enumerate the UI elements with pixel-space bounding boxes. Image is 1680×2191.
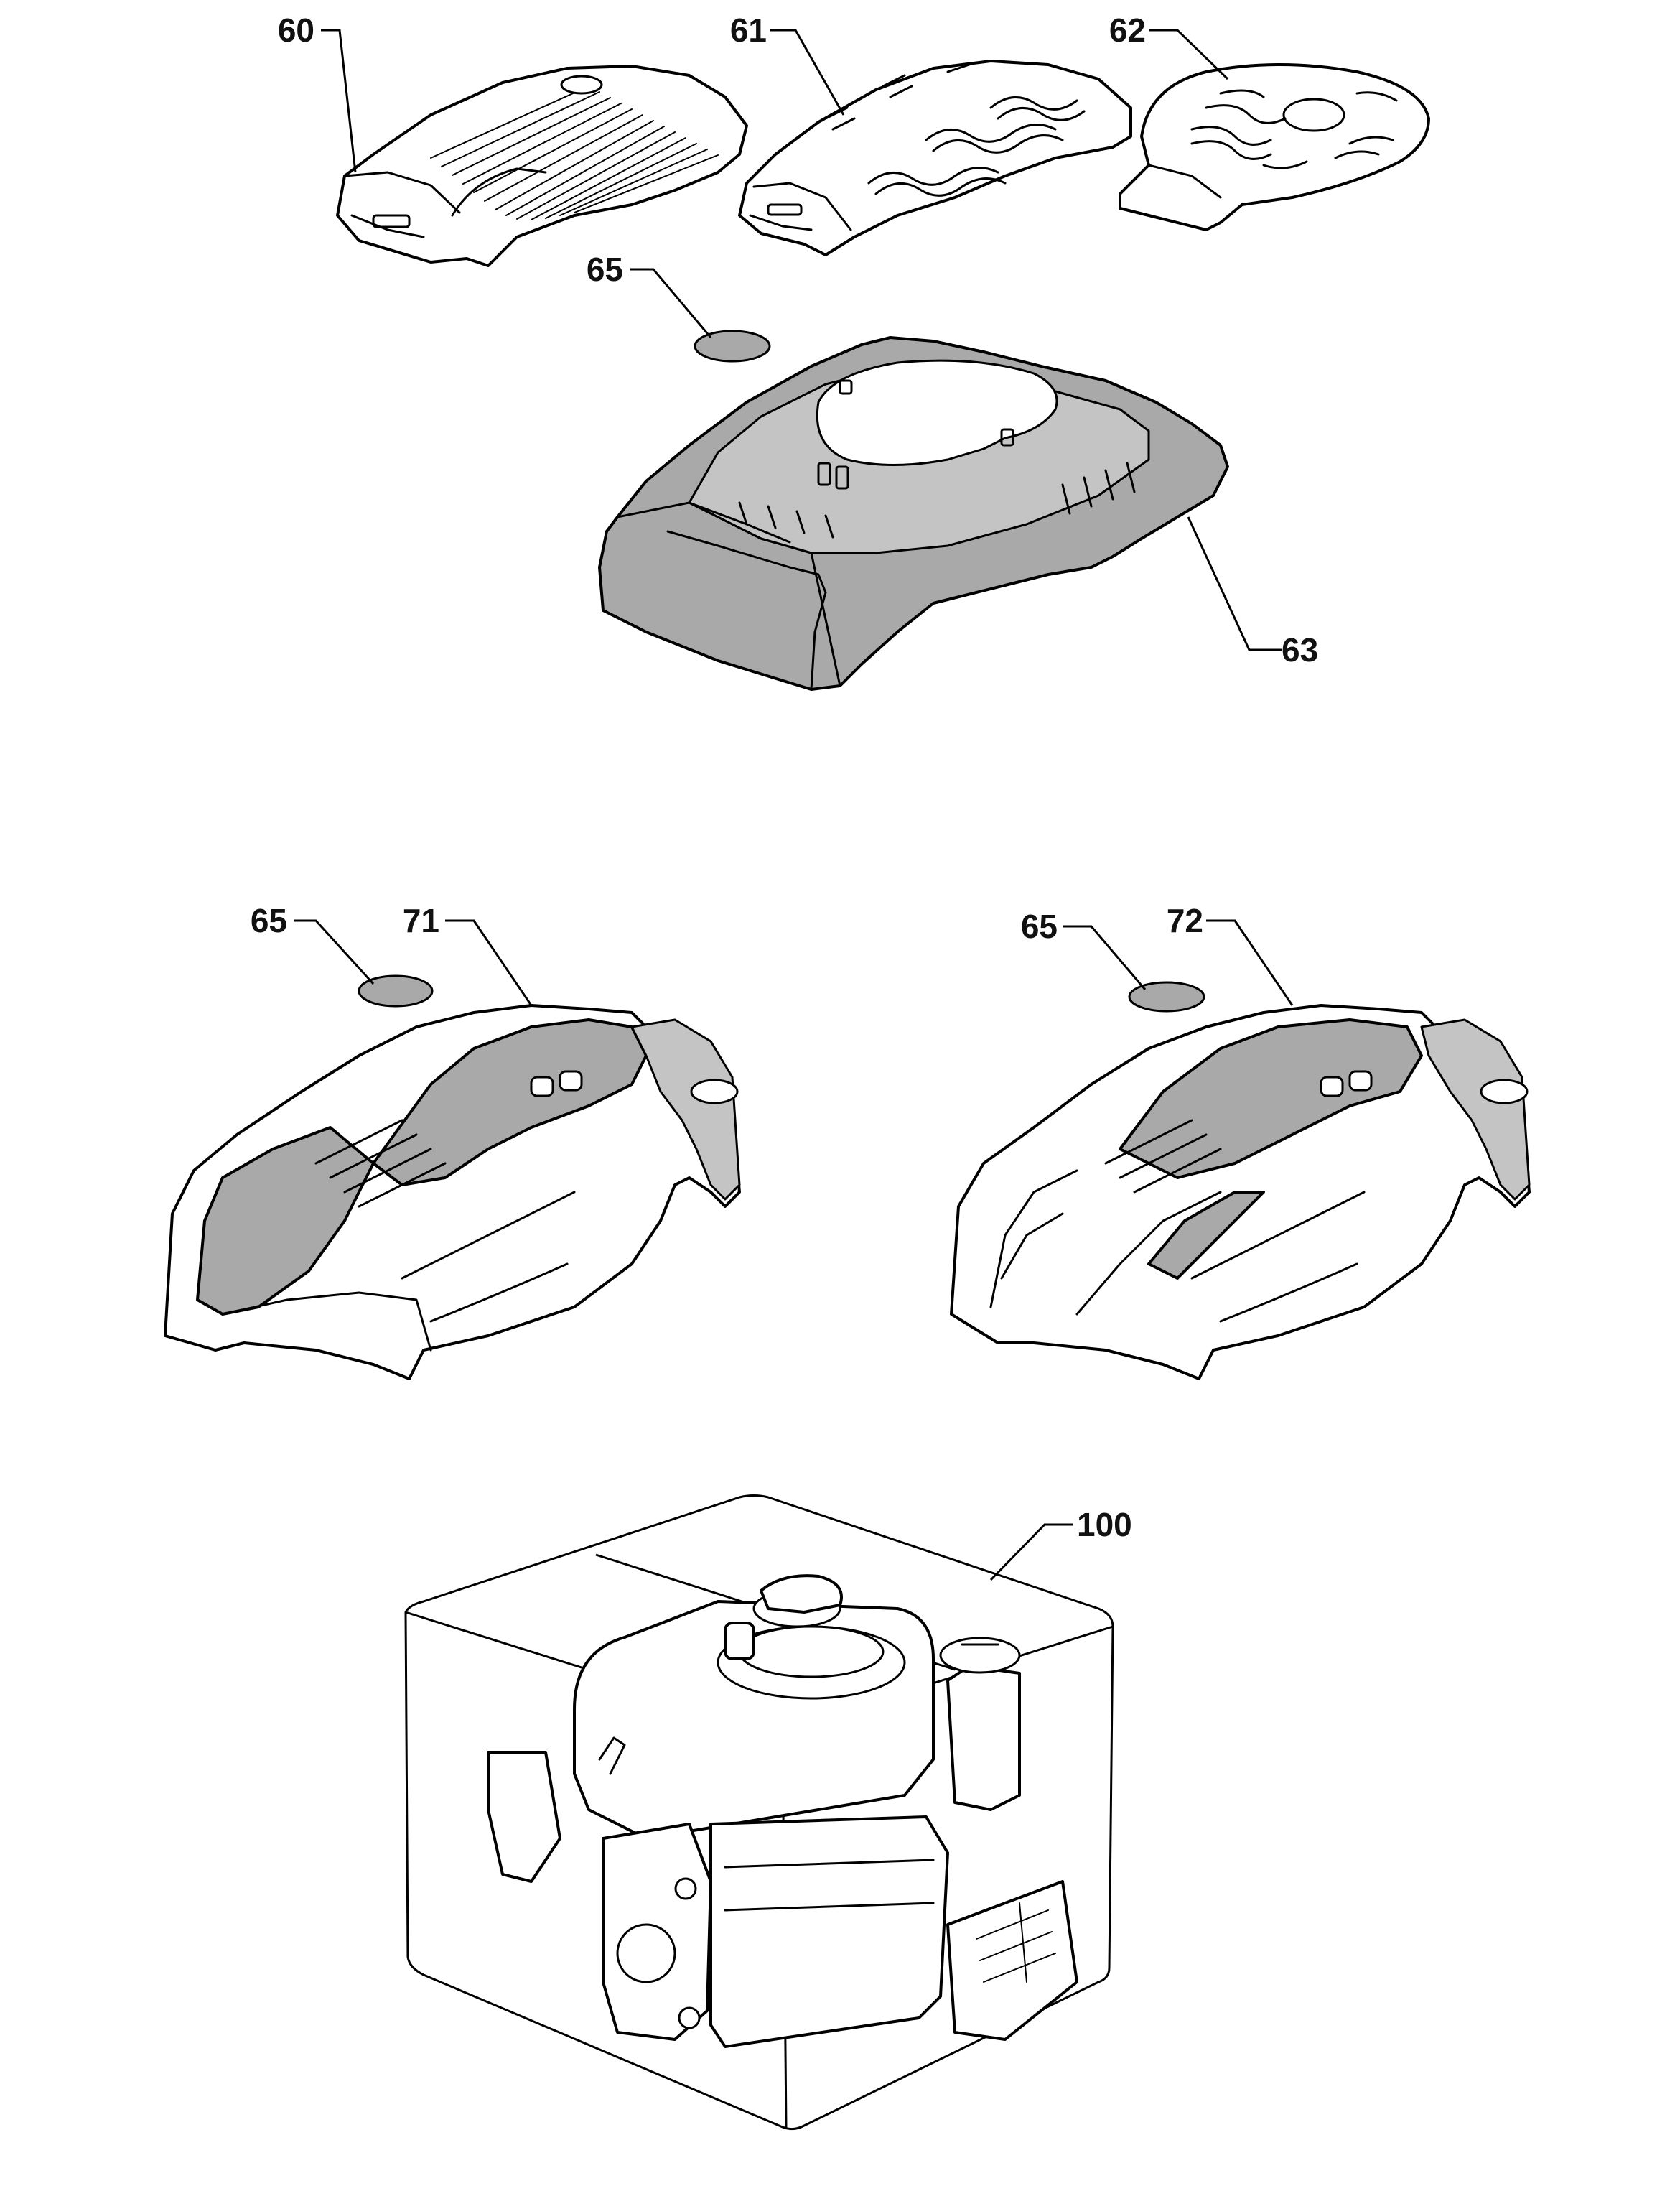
vents-63 xyxy=(738,379,1136,539)
part-60-ribbed-cover xyxy=(336,65,748,267)
callout-72: 72 xyxy=(1167,902,1203,939)
callout-62: 62 xyxy=(1109,11,1146,49)
part-100-boxed-engine xyxy=(404,1494,1114,2131)
callout-65-top: 65 xyxy=(587,251,623,288)
leader-lines xyxy=(294,29,1294,1581)
waves-61 xyxy=(824,63,1086,197)
part-65-badge-top xyxy=(694,330,771,363)
callout-61: 61 xyxy=(730,11,767,49)
callout-labels: 60 61 62 65 63 65 71 65 72 100 xyxy=(251,11,1318,1543)
callout-100: 100 xyxy=(1077,1506,1132,1543)
engine-body xyxy=(487,1574,1078,2048)
callout-60: 60 xyxy=(278,11,314,49)
ribs-60 xyxy=(430,85,719,220)
vents-72 xyxy=(1104,1070,1373,1194)
part-72-engine-cover xyxy=(950,1004,1531,1380)
callout-65-right: 65 xyxy=(1021,908,1058,945)
vents-71 xyxy=(314,1070,583,1208)
callout-65-left: 65 xyxy=(251,902,287,939)
part-63-engine-cover xyxy=(598,336,1229,691)
callout-71: 71 xyxy=(403,902,439,939)
waves-62 xyxy=(1190,89,1398,169)
part-61-wavy-cover xyxy=(738,60,1132,256)
part-62-round-cover xyxy=(1119,63,1430,231)
part-65-badge-left xyxy=(358,974,434,1008)
part-65-badge-right xyxy=(1128,981,1205,1013)
part-71-engine-cover xyxy=(164,1004,741,1380)
callout-63: 63 xyxy=(1282,631,1318,669)
